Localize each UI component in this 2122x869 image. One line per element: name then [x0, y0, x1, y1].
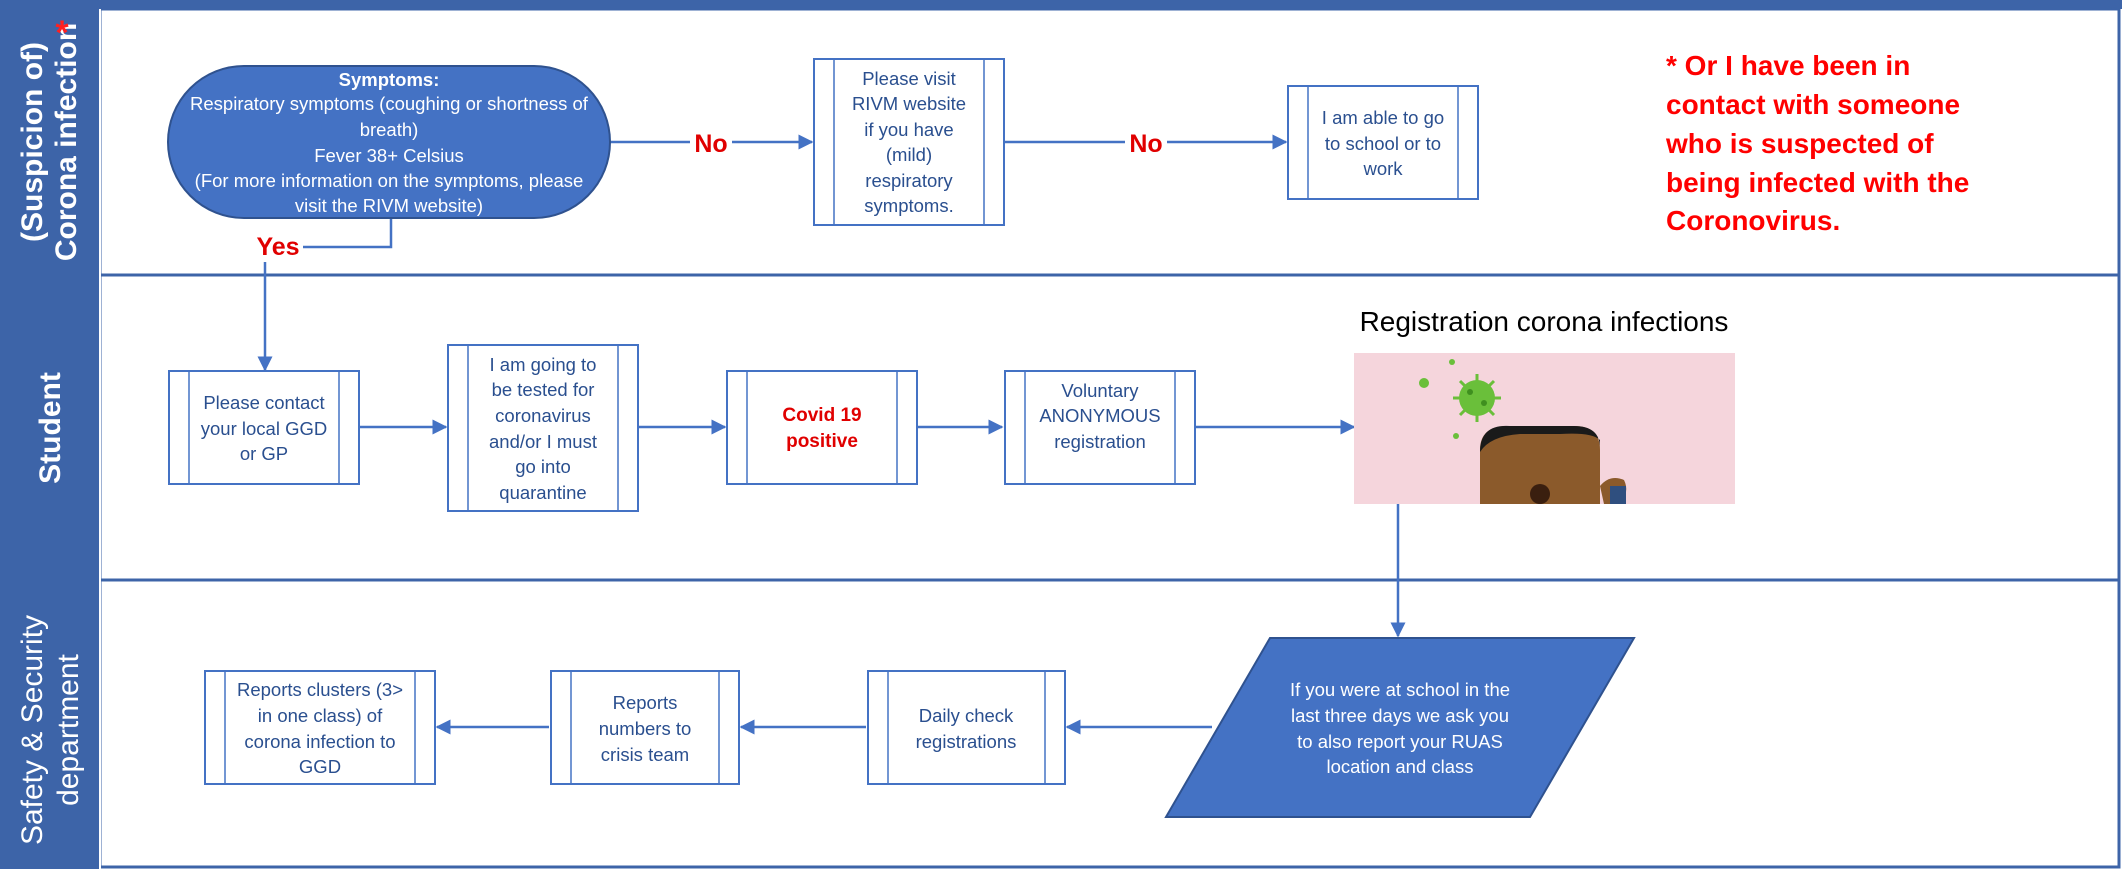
daily-check-line-1: Daily check: [919, 705, 1014, 726]
edge-label-bg-no-2: [1125, 126, 1167, 158]
tested-line-4: and/or I must: [489, 431, 597, 452]
infection-asterisk: *: [55, 14, 69, 52]
school-report-line-3: to also report your RUAS: [1297, 731, 1503, 752]
school-report-line-4: location and class: [1326, 756, 1473, 777]
symptoms-line-4: (For more information on the symptoms, p…: [195, 170, 584, 191]
svg-text:department: department: [52, 653, 85, 805]
reports-clusters-line-3: corona infection to: [244, 731, 395, 752]
edge-label-bg-yes: [253, 230, 303, 262]
contact-ggd-line-3: or GP: [240, 443, 288, 464]
symptoms-line-5: visit the RIVM website): [295, 195, 483, 216]
voluntary-line-1: Voluntary: [1061, 380, 1139, 401]
reports-clusters-line-1: Reports clusters (3>: [237, 679, 403, 700]
tested-line-6: quarantine: [499, 482, 586, 503]
rivm-line-1: Please visit: [862, 68, 956, 89]
tested-line-2: be tested for: [492, 379, 595, 400]
daily-check-box: Daily check registrations: [867, 670, 1066, 785]
arrow-symptoms-to-ggd: [257, 218, 393, 372]
reports-clusters-line-2: in one class) of: [258, 705, 383, 726]
symptoms-line-2: breath): [360, 119, 419, 140]
person-with-coronavirus-illustration: [1354, 353, 1735, 504]
registration-title: Registration corona infections: [1360, 306, 1729, 337]
covid-positive-line-1: Covid 19: [782, 405, 861, 426]
edge-label-no-1: No: [694, 130, 727, 158]
contact-ggd-line-2: your local GGD: [201, 418, 327, 439]
reports-clusters-box: Reports clusters (3> in one class) of co…: [204, 670, 436, 785]
rivm-line-6: symptoms.: [864, 195, 953, 216]
rivm-line-5: respiratory: [865, 170, 953, 191]
school-report-data-shape: If you were at school in the last three …: [1164, 637, 1636, 818]
connectors: [257, 134, 1406, 735]
edge-label-yes: Yes: [256, 233, 299, 261]
tested-box: I am going to be tested for coronavirus …: [447, 344, 639, 512]
voluntary-line-2: ANONYMOUS: [1039, 405, 1160, 426]
note-line-5: Coronovirus.: [1666, 205, 1840, 236]
edge-label-bg-no-1: [690, 126, 732, 158]
note-line-3: who is suspected of: [1665, 128, 1934, 159]
lane-label-student: Student: [34, 372, 67, 484]
lane-label-infection: (Suspicion of) Corona infection: [16, 23, 83, 261]
reports-crisis-box: Reports numbers to crisis team: [550, 670, 740, 785]
svg-text:Student: Student: [34, 372, 67, 484]
reports-crisis-line-2: numbers to: [599, 718, 692, 739]
rivm-line-4: (mild): [886, 144, 932, 165]
edge-label-no-2: No: [1129, 130, 1162, 158]
school-work-box: I am able to go to school or to work: [1287, 85, 1479, 200]
reports-clusters-line-4: GGD: [299, 756, 341, 777]
lane-header-column: [0, 0, 100, 869]
footnote: * Or I have been in contact with someone…: [1665, 50, 1969, 236]
covid-positive-line-2: positive: [786, 431, 858, 452]
school-work-line-3: work: [1362, 158, 1403, 179]
contact-ggd-box: Please contact your local GGD or GP: [168, 370, 360, 485]
top-border: [0, 0, 2122, 9]
voluntary-registration-box: Voluntary ANONYMOUS registration: [1004, 370, 1196, 485]
symptoms-line-3: Fever 38+ Celsius: [314, 145, 464, 166]
lane-label-safety: Safety & Security department: [16, 615, 85, 845]
symptoms-line-1: Respiratory symptoms (coughing or shortn…: [190, 93, 589, 114]
symptoms-title: Symptoms:: [339, 69, 440, 90]
daily-check-line-2: registrations: [916, 731, 1017, 752]
rivm-line-2: RIVM website: [852, 93, 966, 114]
symptoms-terminator: Symptoms: Respiratory symptoms (coughing…: [167, 65, 611, 219]
voluntary-line-3: registration: [1054, 431, 1146, 452]
covid-positive-box: Covid 19 positive: [726, 370, 918, 485]
school-work-line-1: I am able to go: [1322, 107, 1444, 128]
tested-line-1: I am going to: [490, 354, 597, 375]
tested-line-5: go into: [515, 456, 571, 477]
svg-text:Safety & Security: Safety & Security: [16, 615, 49, 845]
rivm-line-3: if you have: [864, 119, 953, 140]
school-report-line-2: last three days we ask you: [1291, 705, 1509, 726]
svg-text:(Suspicion of): (Suspicion of): [16, 42, 49, 242]
tested-line-3: coronavirus: [495, 405, 591, 426]
note-line-1: * Or I have been in: [1666, 50, 1910, 81]
note-line-4: being infected with the: [1666, 167, 1969, 198]
rivm-process-box: Please visit RIVM website if you have (m…: [813, 58, 1005, 226]
school-work-line-2: to school or to: [1325, 133, 1441, 154]
svg-text:Corona infection: Corona infection: [50, 23, 83, 261]
note-line-2: contact with someone: [1666, 89, 1960, 120]
contact-ggd-line-1: Please contact: [203, 392, 324, 413]
reports-crisis-line-1: Reports: [613, 692, 678, 713]
school-report-line-1: If you were at school in the: [1290, 679, 1510, 700]
reports-crisis-line-3: crisis team: [601, 744, 689, 765]
